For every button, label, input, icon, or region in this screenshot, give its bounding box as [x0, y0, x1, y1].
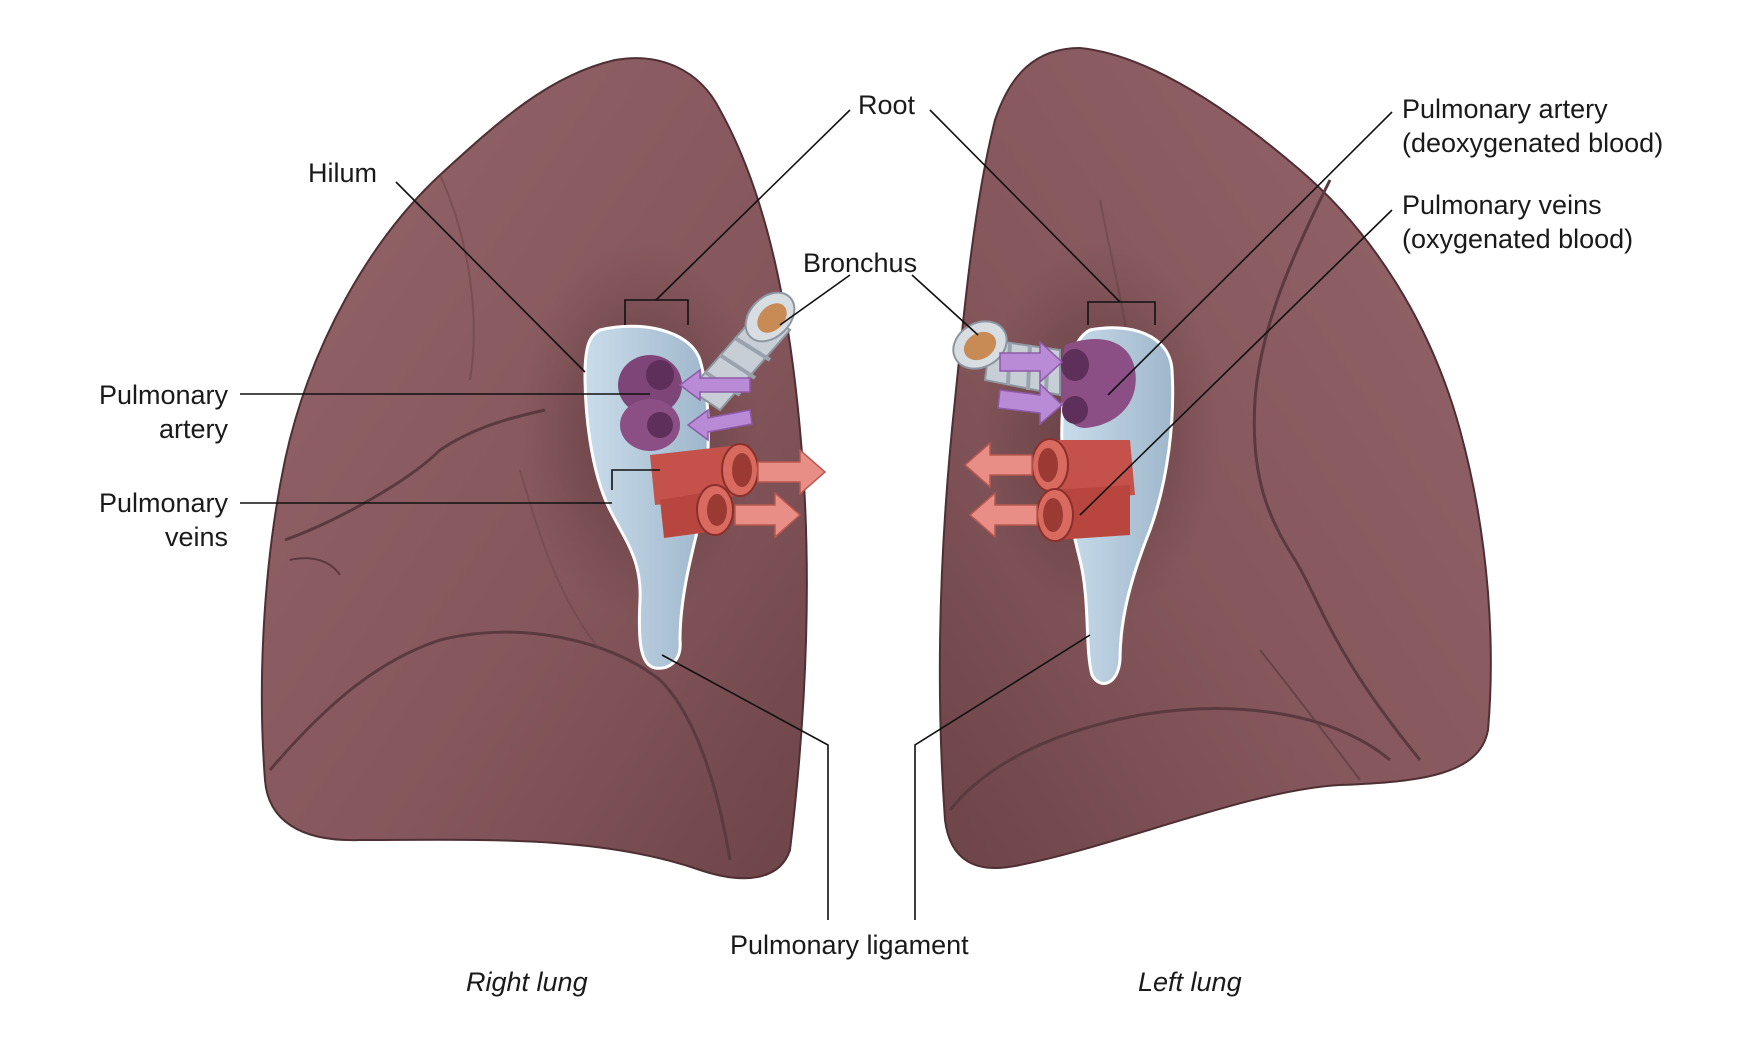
label-left-lung: Left lung [1138, 967, 1242, 997]
bronchus-leader-left [911, 274, 979, 336]
label-root: Root [858, 90, 916, 120]
label-pulmonary-veins-left-line1: Pulmonary [98, 488, 228, 518]
right-pulmonary-veins [650, 443, 759, 538]
left-pulmonary-artery [1059, 338, 1136, 428]
label-hilum: Hilum [308, 158, 378, 188]
left-artery-arrows [997, 340, 1064, 426]
label-pulmonary-veins-right-line1: Pulmonary veins [1402, 190, 1602, 220]
label-pulmonary-artery-right-line1: Pulmonary artery [1402, 94, 1608, 124]
label-bronchus: Bronchus [803, 248, 918, 278]
pv-left-bracket [611, 469, 660, 490]
root-bracket-left [1087, 301, 1156, 325]
label-pulmonary-artery-left-line1: Pulmonary [98, 380, 228, 410]
horizontal-fissure [284, 408, 546, 542]
label-pulmonary-artery-right-line2: (deoxygenated blood) [1402, 128, 1664, 158]
left-vein-arrows [963, 441, 1038, 539]
right-lung [260, 57, 827, 880]
pv-right-leader [1079, 209, 1393, 516]
right-vein-arrows [734, 448, 827, 539]
left-oblique-fissure [1252, 179, 1422, 761]
label-pulmonary-veins-right-line2: (oxygenated blood) [1402, 224, 1634, 254]
leader-lines [240, 109, 1393, 920]
ligament-leader-left [914, 634, 1091, 920]
right-pulmonary-artery [618, 355, 682, 451]
label-pulmonary-veins-left-line2: veins [164, 522, 228, 552]
label-right-lung: Right lung [466, 967, 588, 997]
oblique-fissure [268, 630, 732, 861]
root-leader-left [929, 109, 1121, 303]
hilum-leader [395, 181, 586, 373]
left-pulmonary-veins [1031, 438, 1135, 542]
label-pulmonary-ligament: Pulmonary ligament [730, 930, 969, 960]
left-lung [938, 46, 1492, 869]
right-artery-arrows [678, 368, 753, 442]
pa-right-leader [1107, 111, 1393, 396]
ligament-leader-right [661, 654, 829, 920]
root-leader-right [655, 109, 851, 301]
bronchus-leader-right [779, 274, 851, 326]
label-pulmonary-artery-left-line2: artery [158, 414, 228, 444]
